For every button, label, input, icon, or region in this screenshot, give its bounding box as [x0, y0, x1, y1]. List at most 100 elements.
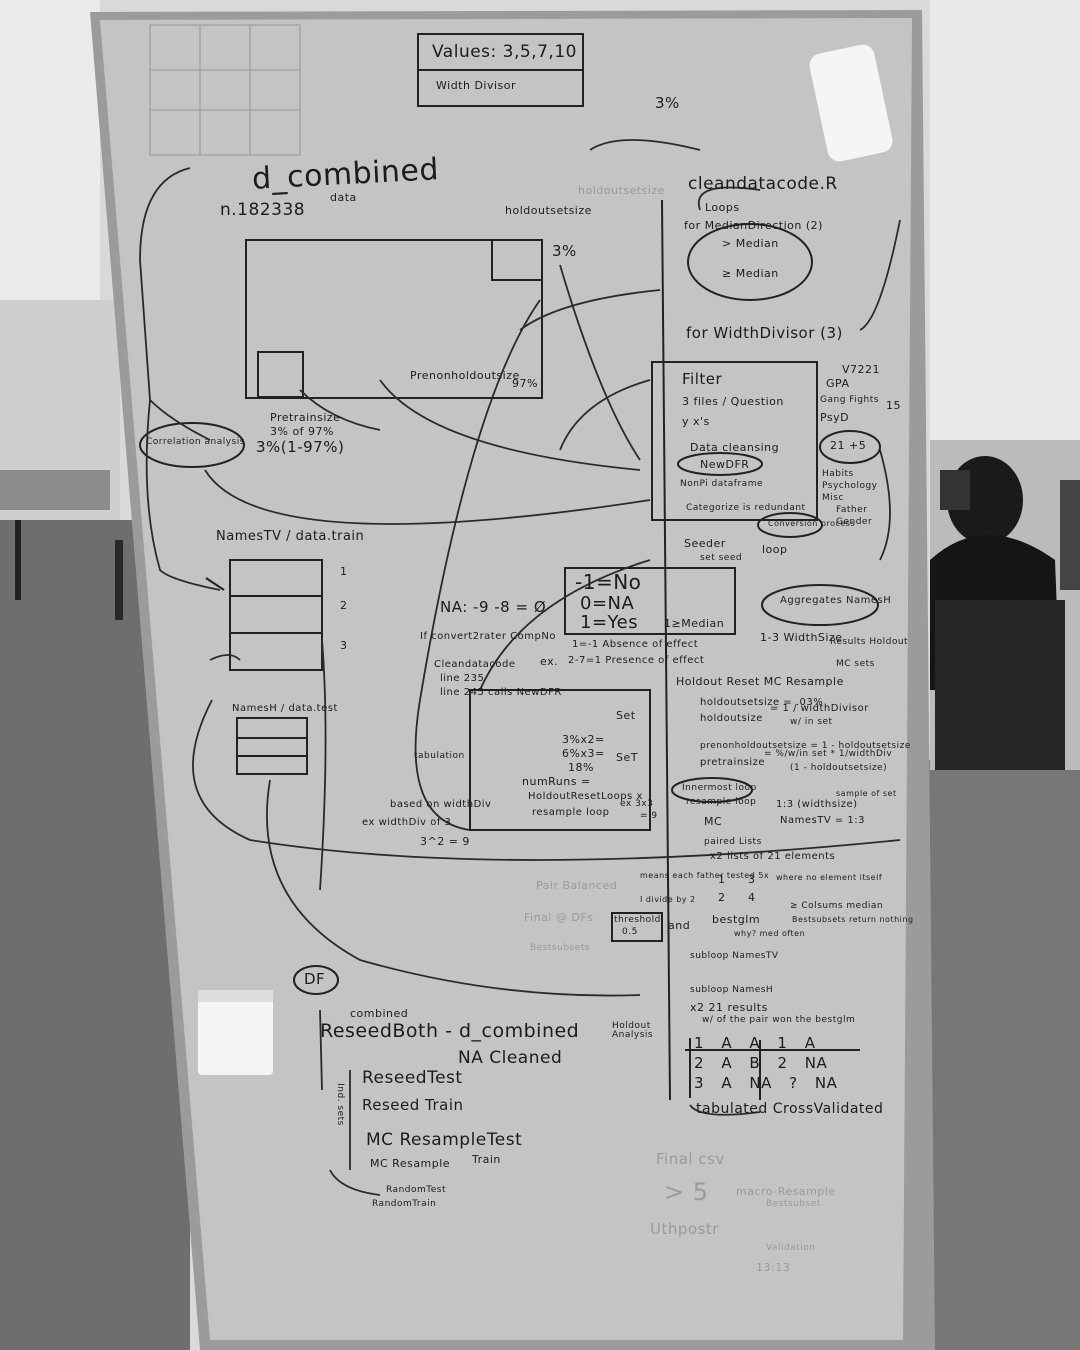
results-h: Results Holdout — [830, 637, 909, 647]
seeder: Seeder — [684, 537, 726, 550]
line235: line 235 — [440, 673, 485, 684]
misc: Misc — [822, 493, 844, 503]
holdoutsetsize-eq: holdoutsetsize = .03% — [700, 697, 824, 708]
table-cell: A — [804, 1034, 816, 1052]
col-d: 4 — [748, 891, 756, 904]
chair — [935, 600, 1065, 770]
left-vertical: Ind. sets — [334, 1083, 345, 1126]
line245: line 245 calls NewDFR — [440, 687, 562, 698]
mc-resampletest: MC ResampleTest — [366, 1130, 523, 1150]
namestv-eq: NamesTV = 1:3 — [780, 815, 865, 826]
legend-ge: 1≥Median — [664, 617, 725, 630]
numruns: numRuns = — [522, 775, 591, 788]
plus21: 21 +5 — [830, 439, 867, 452]
conversion: Conversion process — [768, 519, 856, 528]
prenonholdoutsetsize: prenonholdoutsetsize = 1 - holdoutsetsiz… — [700, 741, 911, 751]
set2: SeT — [616, 751, 638, 764]
table-cell: 1 — [694, 1034, 705, 1052]
table-cell: 2 — [777, 1054, 788, 1072]
pretrainsize: pretrainsize — [700, 757, 766, 768]
holdout-analysis: Holdout Analysis — [612, 1021, 654, 1040]
legend-na: 0=NA — [580, 593, 635, 614]
data-label: data — [330, 191, 357, 204]
gender: Gender — [836, 517, 873, 527]
bestsubsets: Bestsubsets return nothing — [792, 915, 914, 924]
pretrain-eq: = %/w/in set * 1/widthDiv — [764, 749, 893, 759]
correlation-label: Correlation analysis — [146, 437, 245, 447]
legend-no: -1=No — [575, 570, 642, 594]
table-cell: A — [749, 1034, 761, 1052]
reseedtrain: Reseed Train — [362, 1096, 464, 1114]
threshold: threshold — [614, 915, 661, 925]
set1: Set — [616, 709, 636, 722]
for-width: for WidthDivisor (3) — [686, 324, 843, 342]
faint-10: Validation — [766, 1243, 816, 1253]
pretrain-label: Pretrainsize — [270, 411, 341, 424]
yxs-label: y x's — [682, 415, 710, 428]
absence: 1=-1 Absence of effect — [572, 639, 699, 650]
prenonholdout-label: Prenonholdoutsize — [410, 369, 520, 382]
magnet-top — [809, 44, 893, 162]
setseed: set seed — [700, 553, 743, 563]
cleandatacode2: Cleandatacode — [434, 659, 516, 670]
data-cleansing: Data cleansing — [690, 441, 780, 454]
gpa: GPA — [826, 377, 850, 390]
col-a: 1 — [718, 873, 726, 886]
subloop-tv: subloop NamesTV — [690, 951, 779, 961]
mc: MC — [704, 815, 723, 828]
row3: 3 — [340, 639, 348, 652]
filter-label: Filter — [682, 370, 723, 388]
table-cell: NA — [804, 1054, 828, 1072]
df-label: DF — [304, 970, 326, 988]
pct-top: 3% — [655, 94, 680, 112]
colsums: ≥ Colsums median — [790, 901, 884, 911]
n-count: n.182338 — [220, 200, 306, 220]
top-box-width: Width Divisor — [436, 79, 517, 92]
aggregate: Aggregates NamesH — [780, 595, 892, 606]
wl-set: w/ in set — [790, 717, 833, 727]
legend-yes: 1=Yes — [580, 612, 639, 633]
holdout-reset: Holdout Reset MC Resample — [676, 675, 844, 688]
v7221: V7221 — [842, 363, 881, 376]
sample-of-set: sample of set — [836, 789, 897, 798]
row2: 2 — [340, 599, 348, 612]
table-cell: NA — [749, 1074, 772, 1092]
count15: 15 — [886, 399, 901, 412]
faint-4: Bestsubset — [766, 1199, 821, 1209]
namesh-label: NamesH / data.test — [232, 703, 338, 714]
faint-6: Pair Balanced — [536, 879, 618, 892]
father: Father — [836, 505, 868, 515]
nonpi: NonPi dataframe — [680, 479, 763, 489]
ex: ex. — [540, 655, 559, 668]
holdout-pct: 3% — [552, 242, 577, 260]
top-box-values: Values: 3,5,7,10 — [432, 42, 577, 62]
na-cleaned: NA Cleaned — [458, 1048, 563, 1068]
faint-2: > 5 — [664, 1178, 709, 1206]
table-cell: 1 — [777, 1034, 788, 1052]
reseedtest: ReseedTest — [362, 1068, 463, 1088]
no-elem: where no element itself — [776, 873, 883, 882]
loops-label: Loops — [705, 201, 740, 214]
resample-loop2: resample loop — [686, 797, 757, 807]
combined: combined — [350, 1007, 409, 1020]
for-median: for MedianDirection (2) — [684, 219, 823, 232]
table-cell: ? — [789, 1074, 798, 1092]
categorize: Categorize is redundant — [686, 503, 806, 513]
eq9: = 9 — [640, 811, 658, 821]
and-label: and — [668, 919, 691, 932]
table-cell: A — [721, 1074, 733, 1092]
tabulated: tabulated CrossValidated — [696, 1101, 884, 1117]
mc-resample: MC Resample — [370, 1157, 451, 1170]
table-r3: 3 A NA ? NA — [694, 1076, 837, 1091]
div2: I divide by 2 — [640, 895, 696, 904]
table-cell: 2 — [694, 1054, 705, 1072]
gt-median: > Median — [722, 237, 779, 250]
bestglm: bestglm — [712, 913, 761, 926]
faint-1: Final csv — [656, 1150, 725, 1168]
table-cell: A — [721, 1054, 733, 1072]
cleandatacode-title: cleandatacode.R — [688, 174, 838, 194]
namestv-label: NamesTV / data.train — [216, 529, 365, 544]
faint-5: Uthpostr — [650, 1220, 719, 1238]
table-r2: 2 A B 2 NA — [694, 1056, 827, 1071]
loop: loop — [762, 543, 788, 556]
